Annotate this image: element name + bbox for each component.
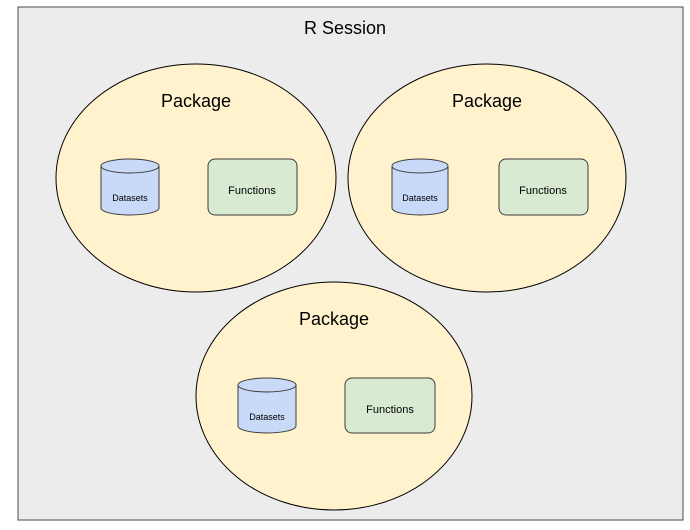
package-1-functions-label: Functions (228, 185, 276, 197)
package-2-ellipse (347, 63, 627, 293)
package-3-functions-label: Functions (366, 404, 414, 416)
package-2-functions-label: Functions (519, 185, 567, 197)
package-2-datasets-label: Datasets (402, 193, 438, 203)
package-2-functions-box: Functions (498, 158, 589, 216)
package-3-datasets-cylinder: Datasets (237, 377, 297, 434)
package-1-functions-box: Functions (207, 158, 298, 216)
package-1-ellipse (55, 63, 337, 293)
r-session-title: R Session (304, 18, 386, 38)
package-2: Package Datasets Functions (347, 63, 627, 293)
package-2-datasets-cylinder: Datasets (391, 158, 449, 216)
package-2-title: Package (452, 91, 522, 111)
package-1-datasets-cylinder: Datasets (100, 158, 160, 216)
package-3-functions-box: Functions (344, 377, 436, 434)
package-1-title: Package (161, 91, 231, 111)
package-3-datasets-label: Datasets (249, 412, 285, 422)
package-3-ellipse (195, 281, 473, 511)
package-1-datasets-label: Datasets (112, 193, 148, 203)
package-1: Package Datasets Functions (55, 63, 337, 293)
package-3-title: Package (299, 309, 369, 329)
package-3: Package Datasets Functions (195, 281, 473, 511)
